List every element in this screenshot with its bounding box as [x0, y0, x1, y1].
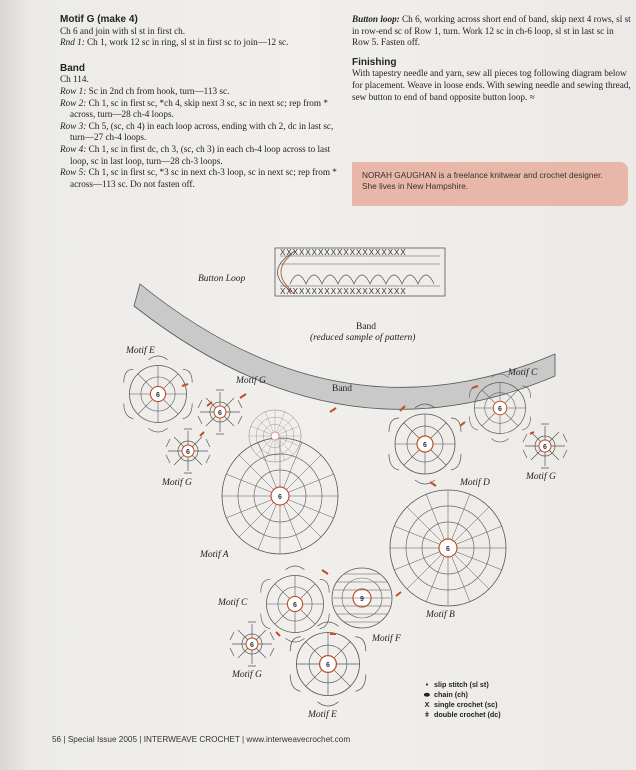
label-button-loop: Button Loop — [198, 274, 246, 284]
legend-text: single crochet (sc) — [434, 700, 498, 709]
website-link[interactable]: www.interweavecrochet.com — [246, 735, 351, 744]
band-row-1: Row 1: Sc in 2nd ch from hook, turn—113 … — [60, 86, 345, 98]
motif-g-line1: Ch 6 and join with sl st in first ch. — [60, 25, 186, 36]
motif-a-upper — [248, 409, 302, 463]
button-loop-label: Button loop: — [352, 14, 400, 24]
finishing-heading: Finishing — [352, 56, 397, 68]
rnd1-text: Ch 1, work 12 sc in ring, sl st in first… — [84, 37, 289, 48]
number-6: 6 — [423, 442, 427, 449]
legend-text: double crochet (dc) — [434, 710, 501, 719]
band-shape — [133, 283, 556, 410]
number-9: 9 — [360, 596, 364, 603]
number-6: 6 — [278, 494, 282, 501]
slip-stitch-icon: • — [425, 680, 429, 689]
page-footer: 56 | Special Issue 2005 | INTERWEAVE CRO… — [52, 735, 350, 744]
number-6: 6 — [498, 406, 502, 413]
motif-f — [331, 567, 393, 629]
legend-text: chain (ch) — [434, 690, 468, 699]
label-motif-g-left: Motif G — [162, 478, 192, 488]
row-text: Sc in 2nd ch from hook, turn—113 sc. — [86, 85, 230, 96]
number-6: 6 — [218, 410, 222, 417]
row-label: Row 2: — [60, 97, 87, 108]
band-heading: Band — [60, 62, 85, 74]
number-6: 6 — [326, 662, 330, 669]
row-text: Ch 1, sc in first dc, ch 3, (sc, ch 3) i… — [70, 143, 331, 166]
legend-item: ǂ double crochet (dc) — [420, 710, 501, 720]
number-6: 6 — [446, 546, 450, 553]
issue: Special Issue 2005 — [67, 735, 137, 744]
join-marks — [181, 383, 535, 637]
author-bio: NORAH GAUGHAN is a freelance knitwear an… — [352, 162, 628, 206]
right-column: Button loop: Ch 6, working across short … — [352, 14, 632, 103]
magazine-name: INTERWEAVE CROCHET — [143, 735, 240, 744]
single-crochet-icon: X — [424, 700, 430, 709]
row-label: Row 1: — [60, 85, 87, 96]
label-band-sample: Band — [356, 322, 377, 332]
band-row-5: Row 5: Ch 1, sc in first sc, *3 sc in ne… — [60, 167, 345, 190]
row-label: Row 5: — [60, 167, 87, 178]
legend-item: • slip stitch (sl st) — [420, 680, 501, 690]
separator: | — [139, 735, 142, 744]
end-mark-icon: ≈ — [529, 91, 535, 102]
separator: | — [241, 735, 245, 744]
label-motif-g-top: Motif G — [236, 376, 266, 386]
label-motif-f: Motif F — [372, 634, 401, 644]
label-band: Band — [332, 384, 353, 394]
chain-icon: ⬬ — [423, 690, 431, 699]
band-row-2: Row 2: Ch 1, sc in first sc, *ch 4, skip… — [60, 98, 345, 121]
row-text: Ch 1, sc in first sc, *3 sc in next ch-3… — [70, 167, 337, 189]
label-motif-g-bottom: Motif G — [232, 670, 262, 680]
label-motif-e-top: Motif E — [126, 346, 155, 356]
label-motif-g-right: Motif G — [526, 472, 556, 482]
left-column: Motif G (make 4) Ch 6 and join with sl s… — [60, 14, 345, 190]
row-label: Row 4: — [60, 143, 87, 154]
motif-g-heading: Motif G (make 4) — [60, 14, 138, 25]
button-loop-instructions: Button loop: Ch 6, working across short … — [352, 14, 632, 49]
finishing-text: With tapestry needle and yarn, sew all p… — [352, 68, 632, 103]
band-sample: XXXXXXXXXXXXXXXXXXXX XXXXXXXXXXXXXXXXXXX… — [274, 247, 446, 297]
label-motif-d: Motif D — [460, 478, 490, 488]
row-text: Ch 1, sc in first sc, *ch 4, skip next 3… — [70, 97, 328, 120]
double-crochet-icon: ǂ — [424, 710, 430, 719]
motif-g-rnd1: Rnd 1: Ch 1, work 12 sc in ring, sl st i… — [60, 37, 345, 49]
row-label: Row 3: — [60, 120, 87, 131]
diagram-svg: XXXXXXXXXXXXXXXXXXXX XXXXXXXXXXXXXXXXXXX… — [123, 247, 568, 707]
label-motif-b: Motif B — [426, 610, 455, 620]
finishing-body: With tapestry needle and yarn, sew all p… — [352, 68, 631, 102]
separator: | — [63, 735, 66, 744]
assembly-diagram: XXXXXXXXXXXXXXXXXXXX XXXXXXXXXXXXXXXXXXX… — [100, 236, 600, 731]
label-band-sample-note: (reduced sample of pattern) — [310, 333, 416, 343]
number-6: 6 — [156, 392, 160, 399]
label-motif-c-bottom: Motif C — [218, 598, 248, 608]
label-motif-a: Motif A — [200, 550, 229, 560]
legend-text: slip stitch (sl st) — [434, 680, 489, 689]
band-row-3: Row 3: Ch 5, (sc, ch 4) in each loop acr… — [60, 121, 345, 144]
row-text: Ch 5, (sc, ch 4) in each loop across, en… — [70, 120, 334, 143]
label-motif-c-right: Motif C — [508, 368, 538, 378]
svg-text:XXXXXXXXXXXXXXXXXXXX: XXXXXXXXXXXXXXXXXXXX — [280, 248, 407, 257]
band-row-4: Row 4: Ch 1, sc in first dc, ch 3, (sc, … — [60, 144, 345, 167]
number-6: 6 — [186, 449, 190, 456]
legend-item: ⬬chain (ch) — [420, 690, 501, 700]
number-6: 6 — [543, 444, 547, 451]
rnd1-label: Rnd 1: — [60, 37, 85, 48]
number-6: 6 — [293, 602, 297, 609]
page-number: 56 — [52, 735, 62, 744]
band-ch: Ch 114. — [60, 74, 89, 85]
svg-text:XXXXXXXXXXXXXXXXXXXX: XXXXXXXXXXXXXXXXXXXX — [280, 287, 407, 296]
number-6: 6 — [250, 642, 254, 649]
button-loop-text: Ch 6, working across short end of band, … — [352, 14, 631, 48]
label-motif-e-bottom: Motif E — [308, 710, 337, 720]
